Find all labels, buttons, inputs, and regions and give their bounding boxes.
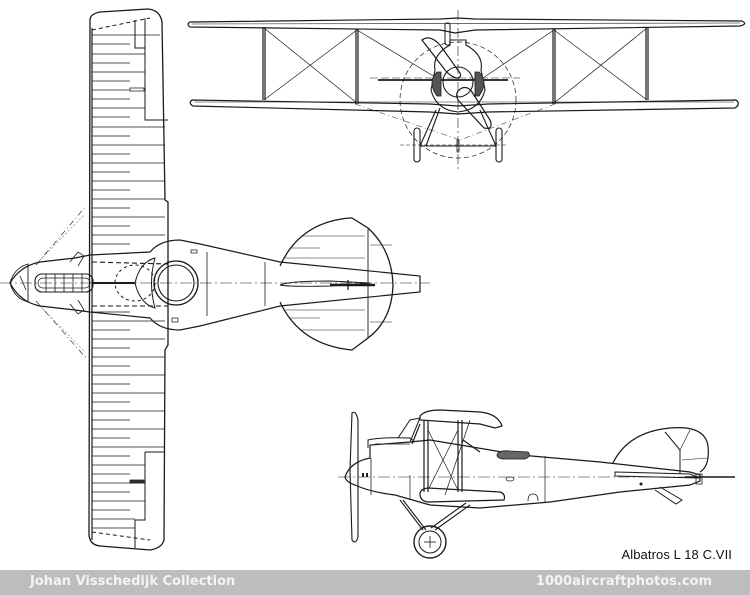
aircraft-caption: Albatros L 18 C.VII — [621, 547, 732, 562]
top-view — [0, 9, 430, 550]
tailplane-plan — [280, 218, 393, 350]
aileron-top — [135, 18, 145, 48]
propeller-side — [350, 412, 358, 542]
lower-wing-front — [190, 100, 738, 114]
wing-ribs — [92, 35, 165, 528]
front-view — [188, 10, 745, 170]
lower-wing-side — [420, 488, 505, 502]
propeller-front — [422, 38, 461, 78]
tail-fin-side — [613, 428, 708, 472]
wing-plan-outline — [89, 9, 168, 550]
upper-wing-side — [420, 410, 502, 428]
side-view — [338, 410, 735, 558]
collection-credit: Johan Visschedijk Collection — [30, 574, 236, 589]
three-view-drawing — [0, 0, 750, 568]
wheel-side — [414, 526, 446, 558]
aileron-bottom — [135, 452, 145, 548]
website-credit[interactable]: 1000aircraftphotos.com — [535, 574, 712, 589]
upper-wing-front — [188, 18, 745, 33]
credit-banner: Johan Visschedijk Collection 1000aircraf… — [0, 570, 750, 595]
cockpit-ring — [154, 261, 198, 305]
fuselage-side — [345, 440, 700, 508]
fuselage-plan — [10, 240, 420, 330]
fuselage-front — [431, 40, 485, 112]
